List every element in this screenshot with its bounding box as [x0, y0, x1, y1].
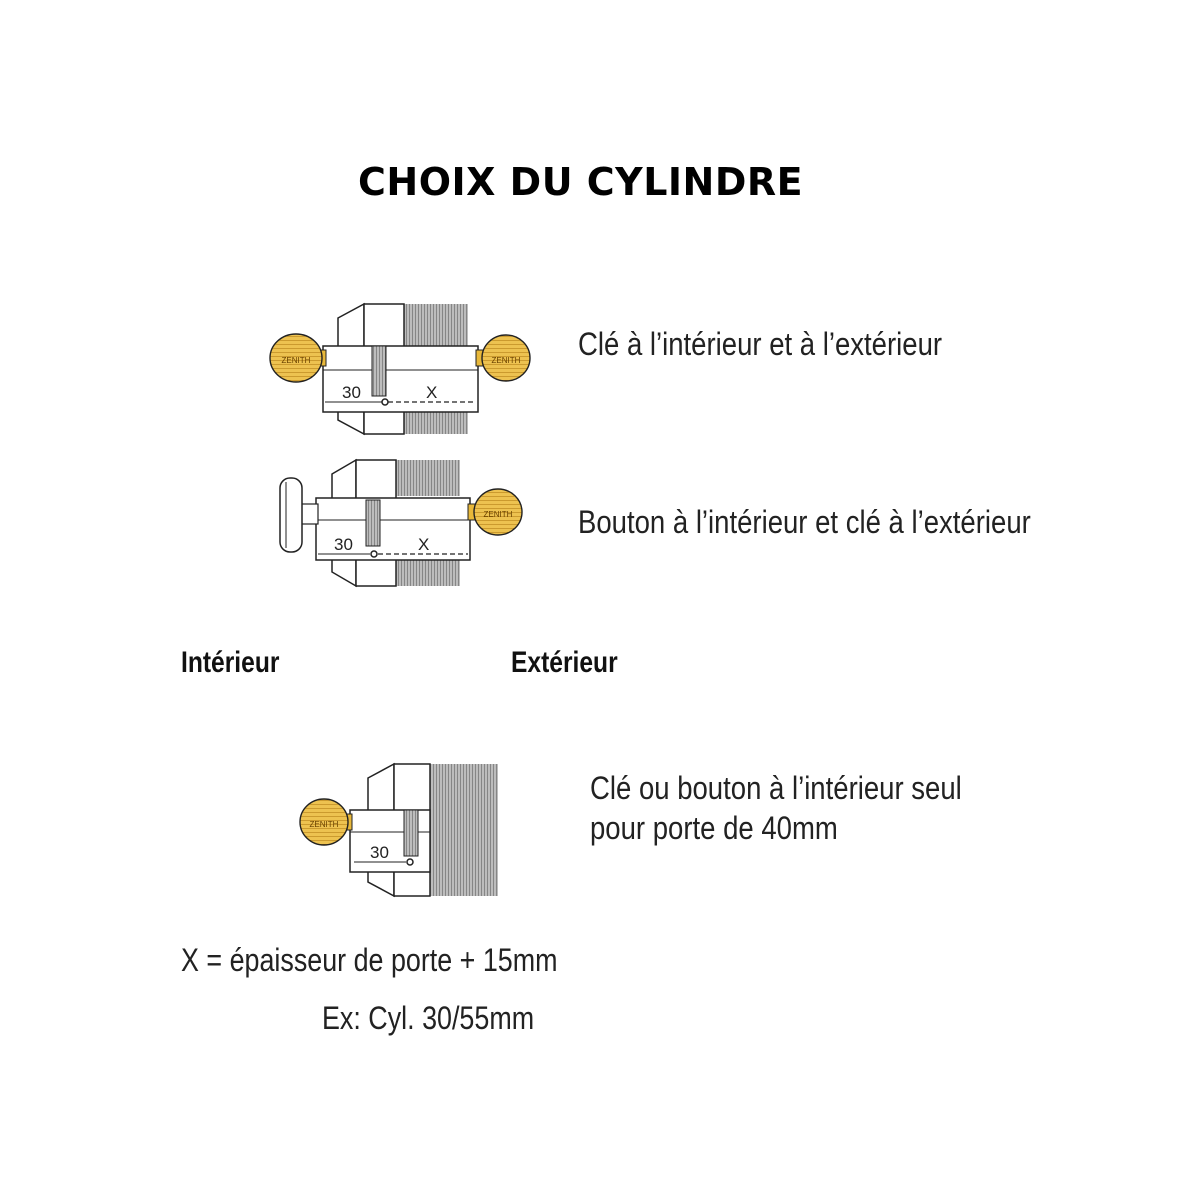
door-panel [430, 764, 498, 896]
axis-point [370, 550, 378, 558]
formula-line: X = épaisseur de porte + 15mm [181, 942, 558, 978]
dim-30: 30 [370, 843, 389, 862]
cam [365, 499, 381, 547]
key-interior: ZENITH [269, 333, 327, 383]
cylinder-body [315, 497, 471, 561]
dim-x: X [418, 535, 429, 554]
dim-30: 30 [342, 383, 361, 402]
exterior-label: Extérieur [511, 646, 618, 679]
cylinder-diagram-half: 30 ZENITH [299, 762, 498, 898]
key-interior: ZENITH [299, 798, 353, 846]
key-exterior: ZENITH [467, 488, 523, 536]
dim-x: X [426, 383, 437, 402]
cam [371, 345, 387, 397]
example-line: Ex: Cyl. 30/55mm [322, 1000, 535, 1036]
svg-text:ZENITH: ZENITH [282, 356, 311, 365]
row-label-knob-key: Bouton à l’intérieur et clé à l’extérieu… [578, 504, 1031, 540]
svg-text:ZENITH: ZENITH [492, 356, 521, 365]
axis-point [406, 858, 414, 866]
axis-point [381, 398, 389, 406]
cam [403, 809, 419, 857]
cylinder-body [322, 345, 479, 413]
cylinder-diagram-key-key: 30 X ZENITH ZENITH [269, 302, 531, 436]
interior-label: Intérieur [181, 646, 280, 679]
knob-interior [279, 477, 319, 553]
dim-30: 30 [334, 535, 353, 554]
svg-text:ZENITH: ZENITH [310, 820, 339, 829]
row-label-half-line1: Clé ou bouton à l’intérieur seul [590, 770, 962, 806]
cylinder-diagram-knob-key: 30 X ZENITH [279, 458, 523, 588]
svg-text:ZENITH: ZENITH [484, 510, 513, 519]
row-label-key-key: Clé à l’intérieur et à l’extérieur [578, 326, 943, 362]
row-label-half-line2: pour porte de 40mm [590, 810, 838, 846]
page-title: CHOIX DU CYLINDRE [358, 160, 804, 204]
key-exterior: ZENITH [475, 334, 531, 382]
